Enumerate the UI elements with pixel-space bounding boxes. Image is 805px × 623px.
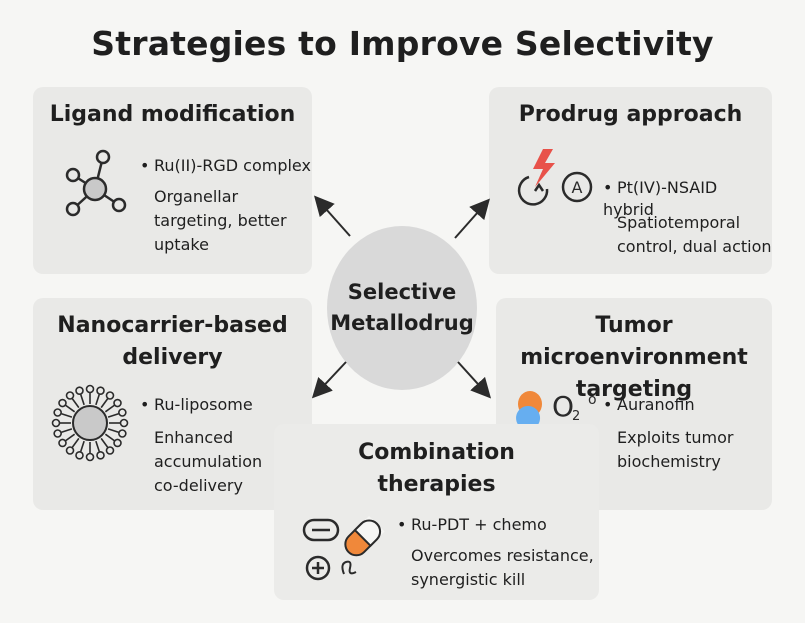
lipid-head — [105, 391, 115, 400]
arrow-to-tumor — [457, 361, 492, 399]
clock-arc-icon — [517, 175, 549, 206]
arrow-to-nanocarrier — [311, 361, 347, 399]
lipid-tail — [65, 433, 76, 442]
oxygen-subscript: 2 — [572, 409, 580, 424]
panel-ligand-modification: Ligand modification •Ru(II)-RGD complex … — [33, 87, 312, 274]
lipid-tail — [100, 398, 109, 409]
lipid-head — [113, 438, 122, 448]
lipid-head — [53, 429, 62, 438]
panel-detail: Exploits tumor biochemistry — [617, 428, 734, 471]
bullet-example: •Ru(II)-RGD complex — [140, 156, 311, 175]
lipid-tail — [61, 428, 73, 434]
lipid-tail — [79, 394, 85, 406]
lipid-head — [65, 391, 75, 400]
bullet-example: •Ru-liposome — [140, 395, 253, 414]
capsule-icon — [302, 518, 340, 542]
lipid-tail — [104, 404, 115, 413]
bullet-example: •Ru-PDT + chemo — [397, 515, 547, 534]
lipid-tail — [107, 428, 119, 434]
panel-title: Prodrug approach — [518, 102, 743, 127]
panel-nanocarrier-delivery: Nanocarrier-based delivery •Ru-liposome … — [33, 298, 312, 510]
lipid-head — [58, 438, 67, 448]
center-node: Selective Metallodrug — [327, 226, 477, 390]
lipid-head — [85, 384, 95, 394]
panel-combination-therapies: Combination therapies •Ru-PDT + chemo Ov… — [274, 424, 599, 600]
lipid-head — [51, 418, 61, 428]
lipid-tail — [79, 440, 85, 452]
activation-letter: A — [572, 178, 583, 197]
lipid-head — [105, 446, 115, 455]
lightning-activation-icon: A — [517, 149, 593, 206]
lipid-tail — [104, 433, 115, 442]
panel-title: Combination therapies — [358, 440, 515, 497]
bullet-example: •Auranofin — [603, 395, 695, 414]
pills-icon — [302, 515, 385, 581]
molecule-icon — [65, 149, 127, 217]
lipid-head — [85, 452, 95, 462]
panel-detail: Enhanced accumulation co-delivery — [154, 428, 263, 495]
lipid-head — [118, 408, 127, 417]
liposome-core — [72, 405, 108, 441]
lipid-head — [75, 451, 84, 460]
lipid-head — [118, 429, 127, 438]
lipid-tail — [95, 440, 101, 452]
lightning-bolt-icon — [533, 149, 555, 187]
lipid-head — [65, 446, 75, 455]
panel-detail: Overcomes resistance, synergistic kill — [411, 546, 594, 589]
lipid-head — [96, 386, 105, 395]
lipid-tail — [71, 398, 80, 409]
plus-pill-icon — [305, 555, 331, 581]
lipid-head — [96, 451, 105, 460]
lipid-head — [113, 398, 122, 408]
lipid-head — [75, 386, 84, 395]
lipid-tail — [107, 412, 119, 418]
arrow-to-prodrug — [454, 198, 490, 239]
lipid-head — [58, 398, 67, 408]
lipid-head — [119, 418, 129, 428]
lipid-tail — [100, 437, 109, 448]
panel-prodrug-approach: Prodrug approach A •Pt(IV)-NSAID hybrid … — [489, 87, 772, 274]
panel-detail: Organellar targeting, better uptake — [154, 187, 287, 254]
oxygen-symbol: O — [552, 390, 574, 423]
liposome-icon — [51, 384, 129, 462]
panel-title: Tumor microenvironment targeting — [520, 313, 748, 402]
lipid-tail — [71, 437, 80, 448]
lipid-tail — [95, 394, 101, 406]
center-label: Selective Metallodrug — [330, 280, 474, 335]
lipid-head — [53, 408, 62, 417]
panel-title: Nanocarrier-based delivery — [57, 313, 288, 370]
panel-title: Ligand modification — [49, 102, 296, 127]
panel-detail: Spatiotemporal control, dual action — [617, 213, 772, 256]
arrow-to-ligand — [314, 195, 351, 237]
lipid-tail — [61, 412, 73, 418]
lipid-tail — [65, 404, 76, 413]
oxygen-superscript: o — [588, 392, 597, 408]
bullet-example: •Pt(IV)-NSAID hybrid — [603, 178, 718, 219]
diagram-title: Strategies to Improve Selectivity — [91, 24, 714, 63]
